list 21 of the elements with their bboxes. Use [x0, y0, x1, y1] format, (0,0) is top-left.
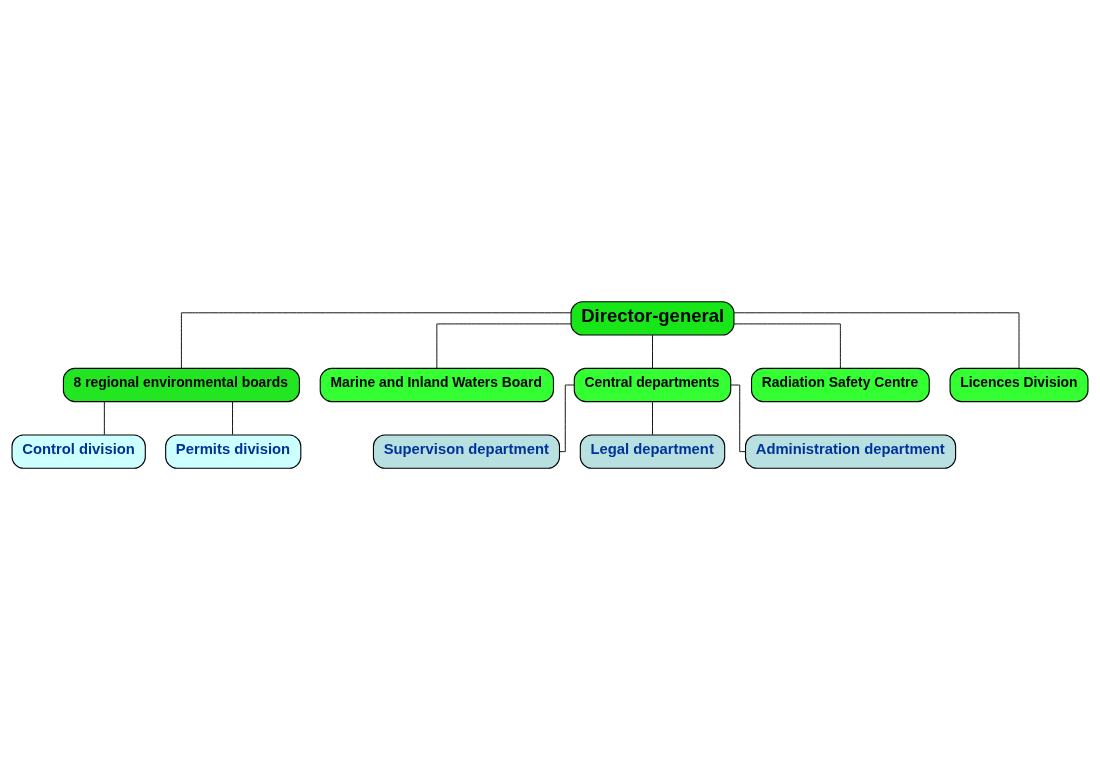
node-box: Permits division	[165, 433, 302, 469]
node-box: Radiation Safety Centre	[750, 367, 930, 402]
connector	[730, 384, 746, 452]
node-box: 8 regional environmental boards	[62, 367, 300, 402]
connector	[733, 311, 1020, 369]
node-box: Administration department	[744, 433, 957, 469]
node-box: Licences Division	[949, 367, 1089, 402]
node-box: Supervison department	[372, 433, 561, 469]
connector	[232, 400, 233, 435]
node-box: Central departments	[573, 367, 732, 402]
connector	[652, 334, 653, 368]
node-box: Director-general	[570, 300, 735, 336]
connector	[103, 400, 105, 435]
node-box: Control division	[11, 433, 146, 469]
connector	[733, 322, 841, 369]
connector	[559, 384, 575, 452]
node-box: Legal department	[579, 433, 726, 469]
connector	[436, 322, 572, 369]
connector	[652, 400, 653, 435]
connector	[180, 311, 572, 369]
node-box: Marine and Inland Waters Board	[319, 367, 555, 402]
